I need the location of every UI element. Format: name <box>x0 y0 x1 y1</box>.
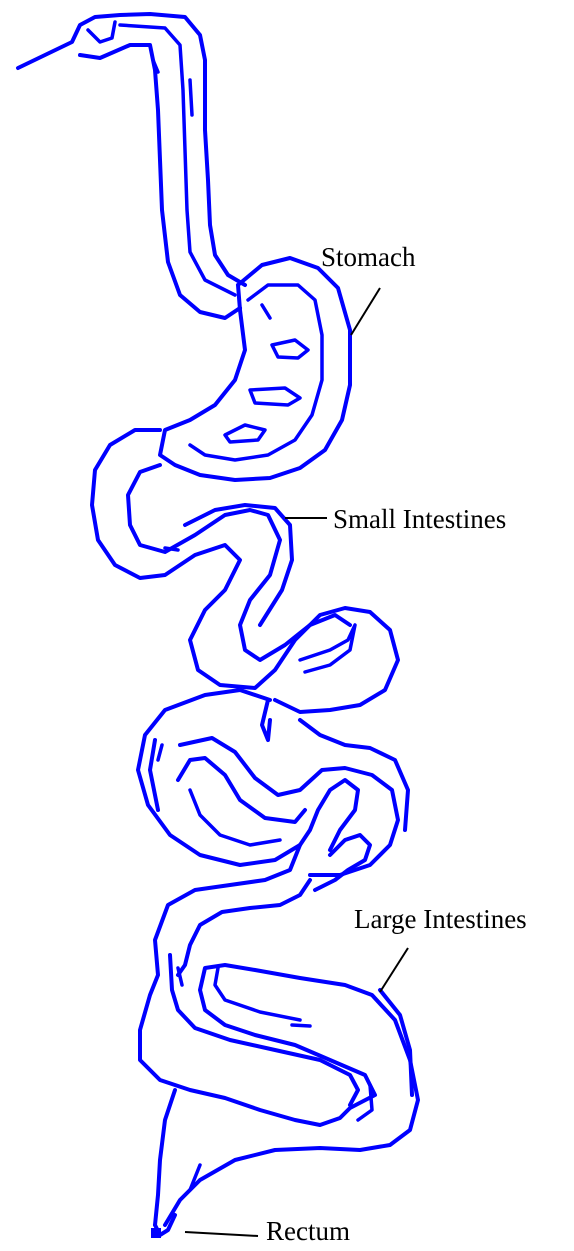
label-stomach-group: Stomach <box>321 242 416 335</box>
stomach <box>160 258 350 480</box>
small-intestine-mid-lumen <box>158 745 162 760</box>
esophagus <box>18 14 245 318</box>
leader-rectum <box>185 1232 258 1236</box>
stomach-inner-wall <box>190 285 322 460</box>
small-intestine-lumen-2 <box>300 625 355 672</box>
label-small-intestines: Small Intestines <box>333 504 506 534</box>
label-stomach: Stomach <box>321 242 416 272</box>
small-intestine-wave-inner <box>178 758 305 822</box>
esophagus-lumen-2 <box>88 22 115 42</box>
large-intestines <box>140 835 418 1225</box>
large-intestine-inner-wall <box>178 880 310 975</box>
stomach-fold-4 <box>262 305 270 318</box>
large-intestine-left-descent <box>170 955 358 1105</box>
small-intestines <box>92 430 408 875</box>
label-rectum-group: Rectum <box>185 1216 350 1246</box>
small-intestine-lower-loop <box>138 690 358 865</box>
leader-stomach <box>351 288 380 335</box>
large-intestine-haustra-1 <box>292 1025 310 1026</box>
stomach-fold-1 <box>272 340 308 358</box>
stomach-fold-2 <box>250 388 300 405</box>
esophagus-outline <box>18 14 245 285</box>
small-intestine-lumen <box>165 548 178 550</box>
esophagus-mark-2 <box>190 80 192 115</box>
label-large-intestines: Large Intestines <box>354 904 527 934</box>
large-intestine-outer-wall <box>140 845 418 1225</box>
esophagus-lumen <box>120 25 235 295</box>
label-large-intestines-group: Large Intestines <box>354 904 527 992</box>
large-intestine-top-wall <box>315 835 370 890</box>
label-rectum: Rectum <box>266 1216 350 1246</box>
stomach-fold-3 <box>225 425 265 442</box>
leader-large-intestines <box>380 948 408 992</box>
label-small-intestines-group: Small Intestines <box>285 504 506 534</box>
large-intestine-lower-wall <box>155 1090 175 1225</box>
large-intestine-descending-wall <box>380 990 412 1095</box>
small-intestine-mid-wall <box>150 740 158 810</box>
small-intestine-lower-inner <box>262 700 270 740</box>
esophagus-outline-left <box>80 45 240 318</box>
rectum-end <box>151 1228 161 1238</box>
